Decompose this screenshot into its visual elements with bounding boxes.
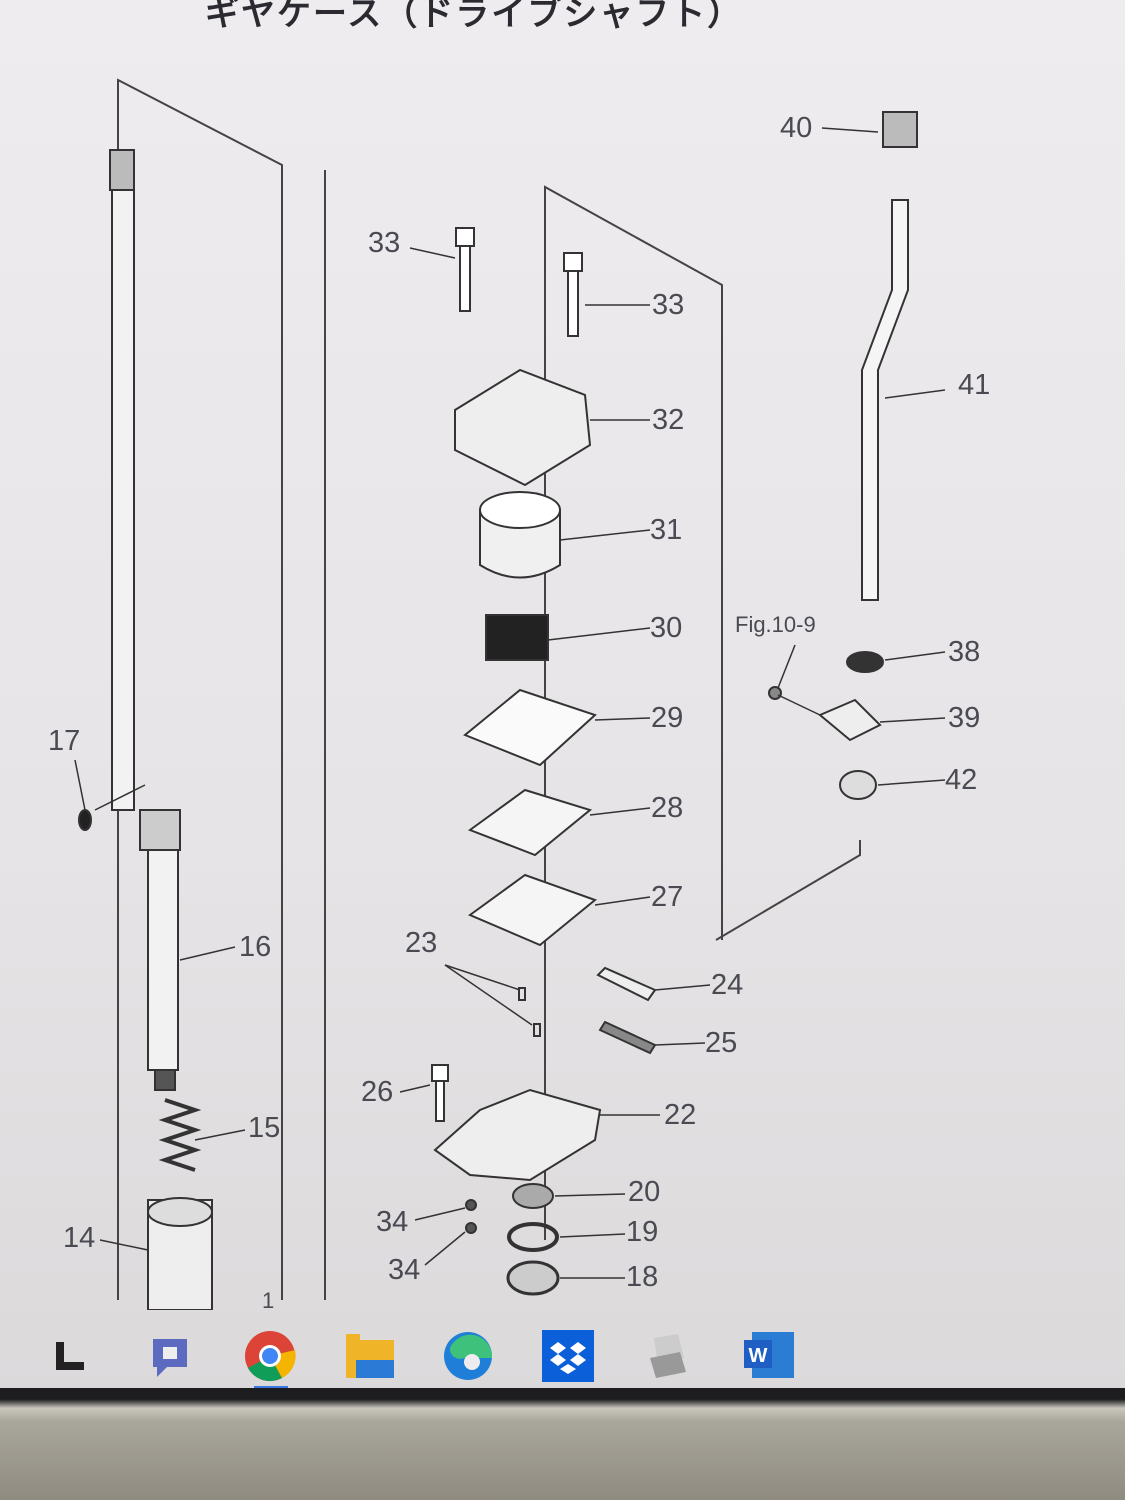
plate-28 (467, 788, 593, 857)
diagram-title: ギヤケース（ドライブシャフト） (205, 0, 744, 33)
liner-31 (479, 491, 561, 579)
leader-lines (74, 127, 946, 1279)
part-label-17: 17 (48, 725, 81, 757)
part-label-22: 22 (664, 1099, 697, 1131)
part-label-31: 31 (650, 514, 683, 546)
impeller-30 (485, 614, 549, 661)
pin-17 (78, 809, 92, 831)
part-label-34: 34 (376, 1206, 409, 1238)
bushing-42 (839, 770, 877, 800)
gasket-29 (463, 688, 597, 767)
part-label-20: 20 (628, 1176, 661, 1208)
part-label-42: 42 (945, 764, 978, 796)
lever-39 (818, 698, 882, 742)
bolt-33b (563, 252, 583, 337)
dropbox-icon[interactable] (540, 1328, 596, 1384)
meet-icon[interactable] (142, 1328, 198, 1384)
screw-fig (768, 686, 782, 700)
key-25 (598, 1020, 657, 1055)
part-label-1: 1 (262, 1288, 275, 1313)
part-label-27: 27 (651, 881, 684, 913)
grommet-38 (846, 651, 884, 673)
word-letter: W (749, 1345, 768, 1367)
part-label-25: 25 (705, 1027, 738, 1059)
task-view-icon[interactable] (40, 1328, 96, 1384)
part-label-29: 29 (651, 702, 684, 734)
part-label-33: 33 (652, 289, 685, 321)
part-label-38: 38 (948, 636, 981, 668)
washer-34b (465, 1222, 477, 1234)
part-label-26: 26 (361, 1076, 394, 1108)
edge-icon[interactable] (440, 1328, 496, 1384)
shift-rod-41 (861, 199, 909, 601)
cap-40 (882, 111, 918, 148)
seal-20 (512, 1183, 554, 1209)
pump-case-22 (433, 1088, 602, 1182)
printer-app-icon[interactable] (640, 1328, 696, 1384)
spring-15 (158, 1098, 202, 1172)
part-label-16: 16 (239, 931, 272, 963)
part-label-28: 28 (651, 792, 684, 824)
part-label-34: 34 (388, 1254, 421, 1286)
part-label-14: 14 (63, 1222, 96, 1254)
part-label-15: 15 (248, 1112, 281, 1144)
key-24 (596, 966, 657, 1002)
tube-14 (147, 1197, 213, 1310)
part-label-41: 41 (958, 369, 991, 401)
file-explorer-icon[interactable] (342, 1328, 398, 1384)
bolt-33 (455, 227, 475, 312)
part-label-40: 40 (780, 112, 813, 144)
exploded-parts-diagram (74, 78, 946, 1310)
chrome-icon[interactable] (242, 1328, 298, 1384)
bolt-26 (431, 1064, 449, 1122)
part-label-32: 32 (652, 404, 685, 436)
pump-housing-32 (454, 368, 592, 487)
drive-shaft (109, 149, 181, 1091)
part-label-19: 19 (626, 1216, 659, 1248)
washer-34 (465, 1199, 477, 1211)
pin-23b (533, 1023, 541, 1037)
monitor-bezel (0, 1388, 1125, 1500)
bearing-18 (506, 1260, 560, 1296)
gasket-27 (467, 873, 598, 947)
part-label-39: 39 (948, 702, 981, 734)
figure-reference: Fig.10-9 (735, 612, 816, 637)
part-label-33: 33 (368, 227, 401, 259)
part-label-24: 24 (711, 969, 744, 1001)
part-label-30: 30 (650, 612, 683, 644)
oring-19 (507, 1222, 559, 1252)
word-icon[interactable]: W (742, 1328, 798, 1384)
screen: ギヤケース（ドライブシャフト） (0, 0, 1125, 1395)
part-label-23: 23 (405, 927, 438, 959)
pin-23 (518, 987, 526, 1001)
part-label-18: 18 (626, 1261, 659, 1293)
